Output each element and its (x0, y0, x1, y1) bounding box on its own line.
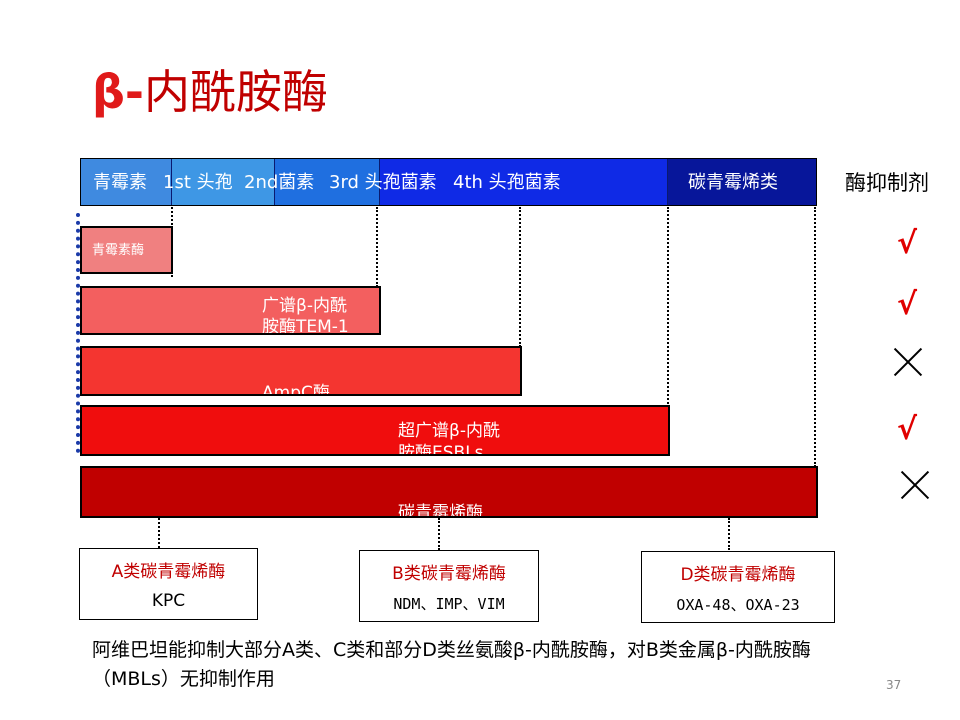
bar-carbapenemase: 碳青霉烯酶 (80, 466, 818, 518)
bar-label-line1: 超广谱β-内酰 (398, 421, 500, 441)
page-title: β-内酰胺酶 (92, 62, 328, 122)
bar-label-line2: 胺酶TEM-1 (262, 317, 349, 335)
dotted-connector (728, 518, 730, 550)
class-a-box: A类碳青霉烯酶 KPC (79, 548, 258, 620)
header-label-carbapenem: 碳青霉烯类 (688, 172, 778, 193)
bar-label: AmpC酶 (262, 383, 330, 396)
dotted-connector (438, 518, 440, 550)
class-enzymes: OXA-48、OXA-23 (676, 596, 800, 614)
segment-divider (274, 159, 275, 205)
footer-note: 阿维巴坦能抑制大部分A类、C类和部分D类丝氨酸β-内酰胺酶，对B类金属β-内酰胺… (92, 639, 811, 690)
segment-carbapenem (667, 159, 816, 205)
bar-tem-1: 广谱β-内酰 胺酶TEM-1 (80, 286, 381, 335)
bar-label: 碳青霉烯酶 (398, 503, 483, 518)
bar-label: 青霉素酶 (92, 243, 145, 258)
check-icon: √ (897, 412, 918, 447)
header-label-4th: 4th 头孢菌素 (453, 172, 561, 193)
class-title: A类碳青霉烯酶 (111, 562, 226, 582)
bar-label-line2: 胺酶ESBLs (398, 443, 484, 456)
class-b-box: B类碳青霉烯酶 NDM、IMP、VIM (359, 550, 539, 622)
dotted-connector (158, 518, 160, 548)
enzyme-inhibitor-label: 酶抑制剂 (845, 171, 929, 195)
class-d-box: D类碳青霉烯酶 OXA-48、OXA-23 (641, 551, 835, 623)
cross-icon (893, 347, 923, 377)
class-title: B类碳青霉烯酶 (392, 564, 506, 584)
dotted-guide (376, 207, 378, 287)
bar-penicillinase: 青霉素酶 (80, 226, 173, 274)
segment-penicillin (81, 159, 171, 205)
title-beta: β- (92, 65, 145, 119)
check-icon: √ (897, 226, 918, 261)
left-dotted-guide (76, 213, 80, 453)
dotted-guide (667, 207, 669, 407)
class-enzymes: KPC (151, 591, 186, 611)
dotted-guide (814, 207, 816, 467)
segment-3rd-4th-gen (379, 159, 667, 205)
header-label-penicillin: 青霉素 (93, 172, 147, 193)
antibiotic-spectrum-header: 青霉素 1st 头孢 2nd菌素 3rd 头孢菌素 4th 头孢菌素 碳青霉烯类 (80, 158, 817, 206)
segment-divider (171, 159, 172, 205)
class-enzymes: NDM、IMP、VIM (393, 595, 505, 613)
bar-ampc: AmpC酶 (80, 346, 522, 396)
segment-divider (379, 159, 380, 205)
segment-2nd-gen (274, 159, 379, 205)
bar-esbl: 超广谱β-内酰 胺酶ESBLs (80, 405, 670, 456)
segment-1st-gen (171, 159, 274, 205)
title-text: 内酰胺酶 (144, 65, 329, 119)
cross-icon (900, 470, 930, 500)
header-label-2nd: 2nd菌素 (244, 172, 315, 193)
page-number: 37 (886, 678, 902, 692)
dotted-guide (519, 207, 521, 347)
class-title: D类碳青霉烯酶 (680, 565, 796, 585)
bar-label-line1: 广谱β-内酰 (262, 296, 347, 316)
header-label-1st: 1st 头孢 (163, 172, 233, 193)
check-icon: √ (897, 287, 918, 322)
segment-divider (667, 159, 668, 205)
header-label-3rd: 3rd 头孢菌素 (329, 172, 437, 193)
